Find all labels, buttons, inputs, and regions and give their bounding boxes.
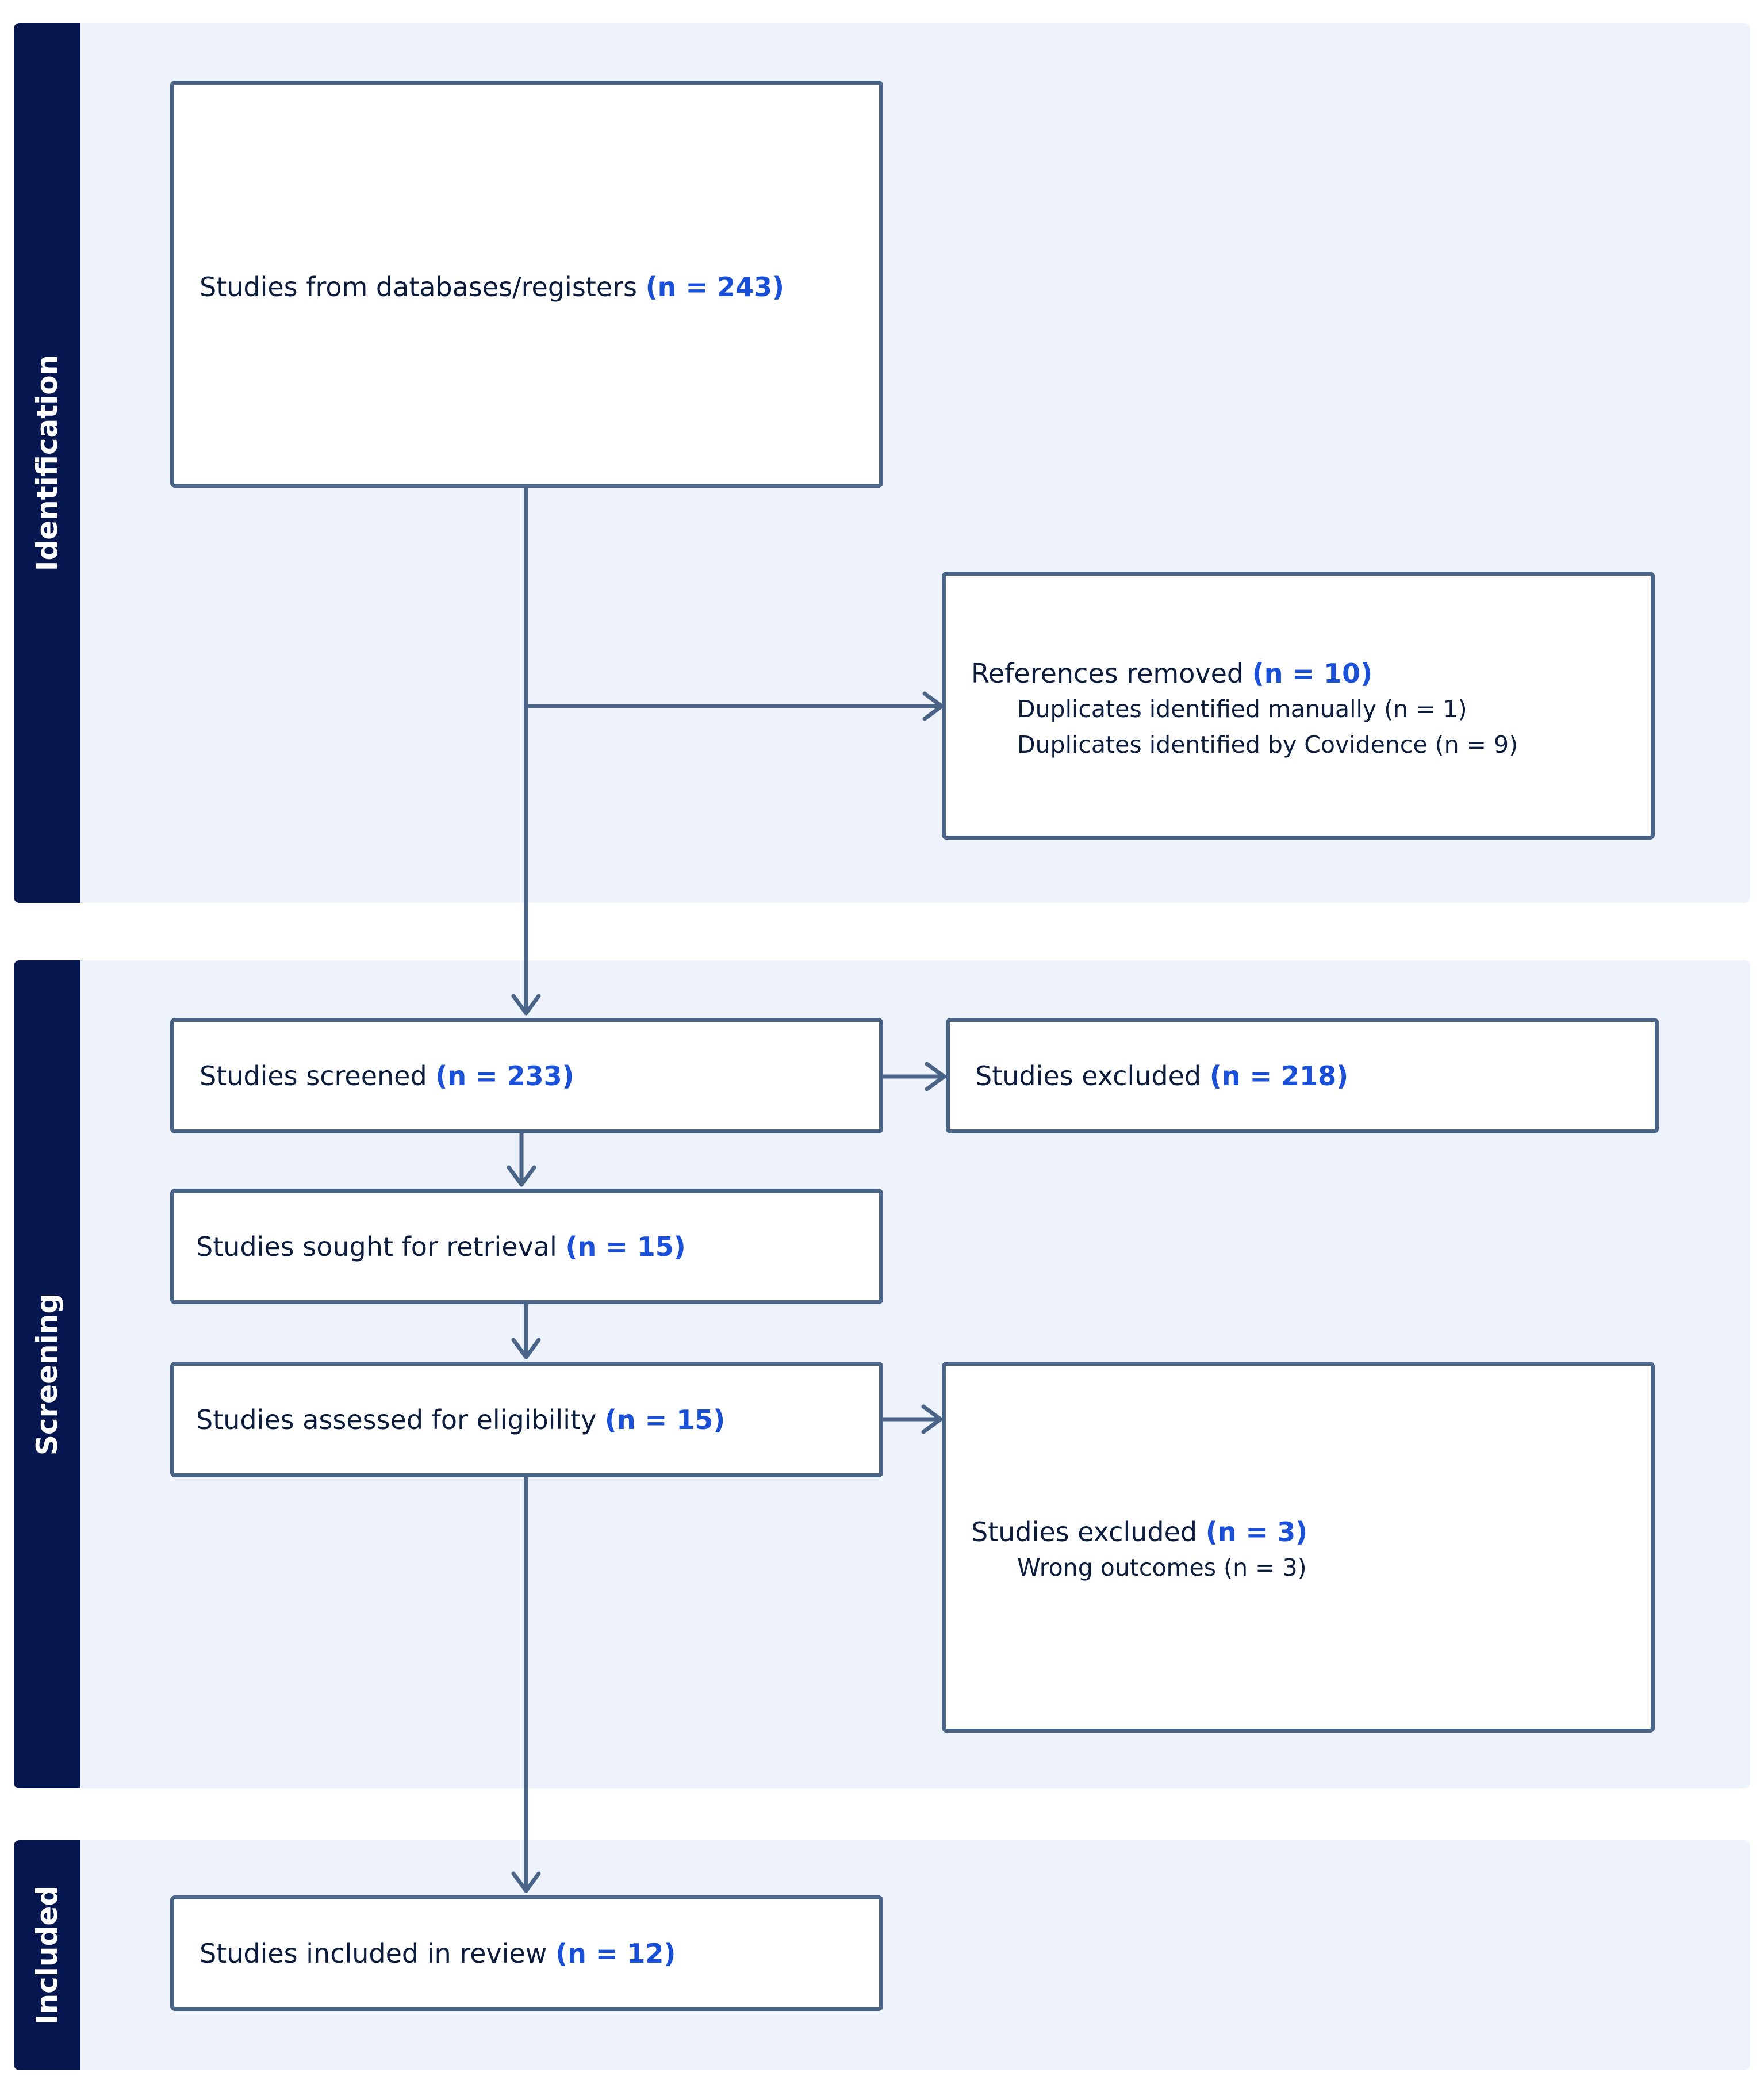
records-count: (n = 243) bbox=[645, 271, 785, 302]
excluded-eligibility-box: Studies excluded (n = 3) Wrong outcomes … bbox=[942, 1362, 1655, 1733]
arrowhead-excluded-screening bbox=[925, 1062, 946, 1091]
eligibility-label: Studies assessed for eligibility bbox=[196, 1404, 597, 1435]
excluded-eligibility-count: (n = 3) bbox=[1205, 1516, 1308, 1547]
excluded-screening-label: Studies excluded bbox=[975, 1060, 1202, 1091]
included-count: (n = 12) bbox=[555, 1937, 676, 1969]
arrowhead-excluded-eligibility bbox=[921, 1404, 943, 1434]
removed-detail-covidence: Duplicates identified by Covidence (n = … bbox=[1017, 731, 1518, 758]
included-label: Studies included in review bbox=[200, 1937, 547, 1969]
screened-label: Studies screened bbox=[200, 1060, 427, 1091]
included-phase-tab bbox=[14, 1840, 80, 2070]
screening-phase-tab bbox=[14, 960, 80, 1788]
arrowhead-included bbox=[511, 1871, 541, 1893]
removed-count: (n = 10) bbox=[1252, 658, 1373, 689]
records-identified-box: Studies from databases/registers (n = 24… bbox=[170, 81, 883, 488]
excluded-screening-box: Studies excluded (n = 218) bbox=[946, 1018, 1659, 1133]
excluded-eligibility-label: Studies excluded bbox=[971, 1516, 1198, 1547]
removed-detail-manual: Duplicates identified manually (n = 1) bbox=[1017, 695, 1467, 723]
retrieval-count: (n = 15) bbox=[565, 1231, 686, 1262]
excluded-detail-wrong-outcomes: Wrong outcomes (n = 3) bbox=[1017, 1554, 1307, 1581]
assessed-eligibility-box: Studies assessed for eligibility (n = 15… bbox=[170, 1362, 883, 1477]
eligibility-count: (n = 15) bbox=[604, 1404, 726, 1435]
excluded-screening-count: (n = 218) bbox=[1209, 1060, 1349, 1091]
records-label: Studies from databases/registers bbox=[200, 271, 638, 302]
arrowhead-retrieval bbox=[507, 1165, 536, 1187]
arrowhead-eligibility bbox=[511, 1338, 541, 1359]
screened-count: (n = 233) bbox=[435, 1060, 574, 1091]
identification-phase-tab bbox=[14, 23, 80, 903]
retrieval-label: Studies sought for retrieval bbox=[196, 1231, 557, 1262]
studies-screened-box: Studies screened (n = 233) bbox=[170, 1018, 883, 1133]
studies-included-box: Studies included in review (n = 12) bbox=[170, 1895, 883, 2011]
references-removed-box: References removed (n = 10) Duplicates i… bbox=[942, 572, 1655, 840]
arrowhead-screened bbox=[511, 994, 541, 1016]
sought-retrieval-box: Studies sought for retrieval (n = 15) bbox=[170, 1189, 883, 1304]
removed-label: References removed bbox=[971, 658, 1244, 689]
